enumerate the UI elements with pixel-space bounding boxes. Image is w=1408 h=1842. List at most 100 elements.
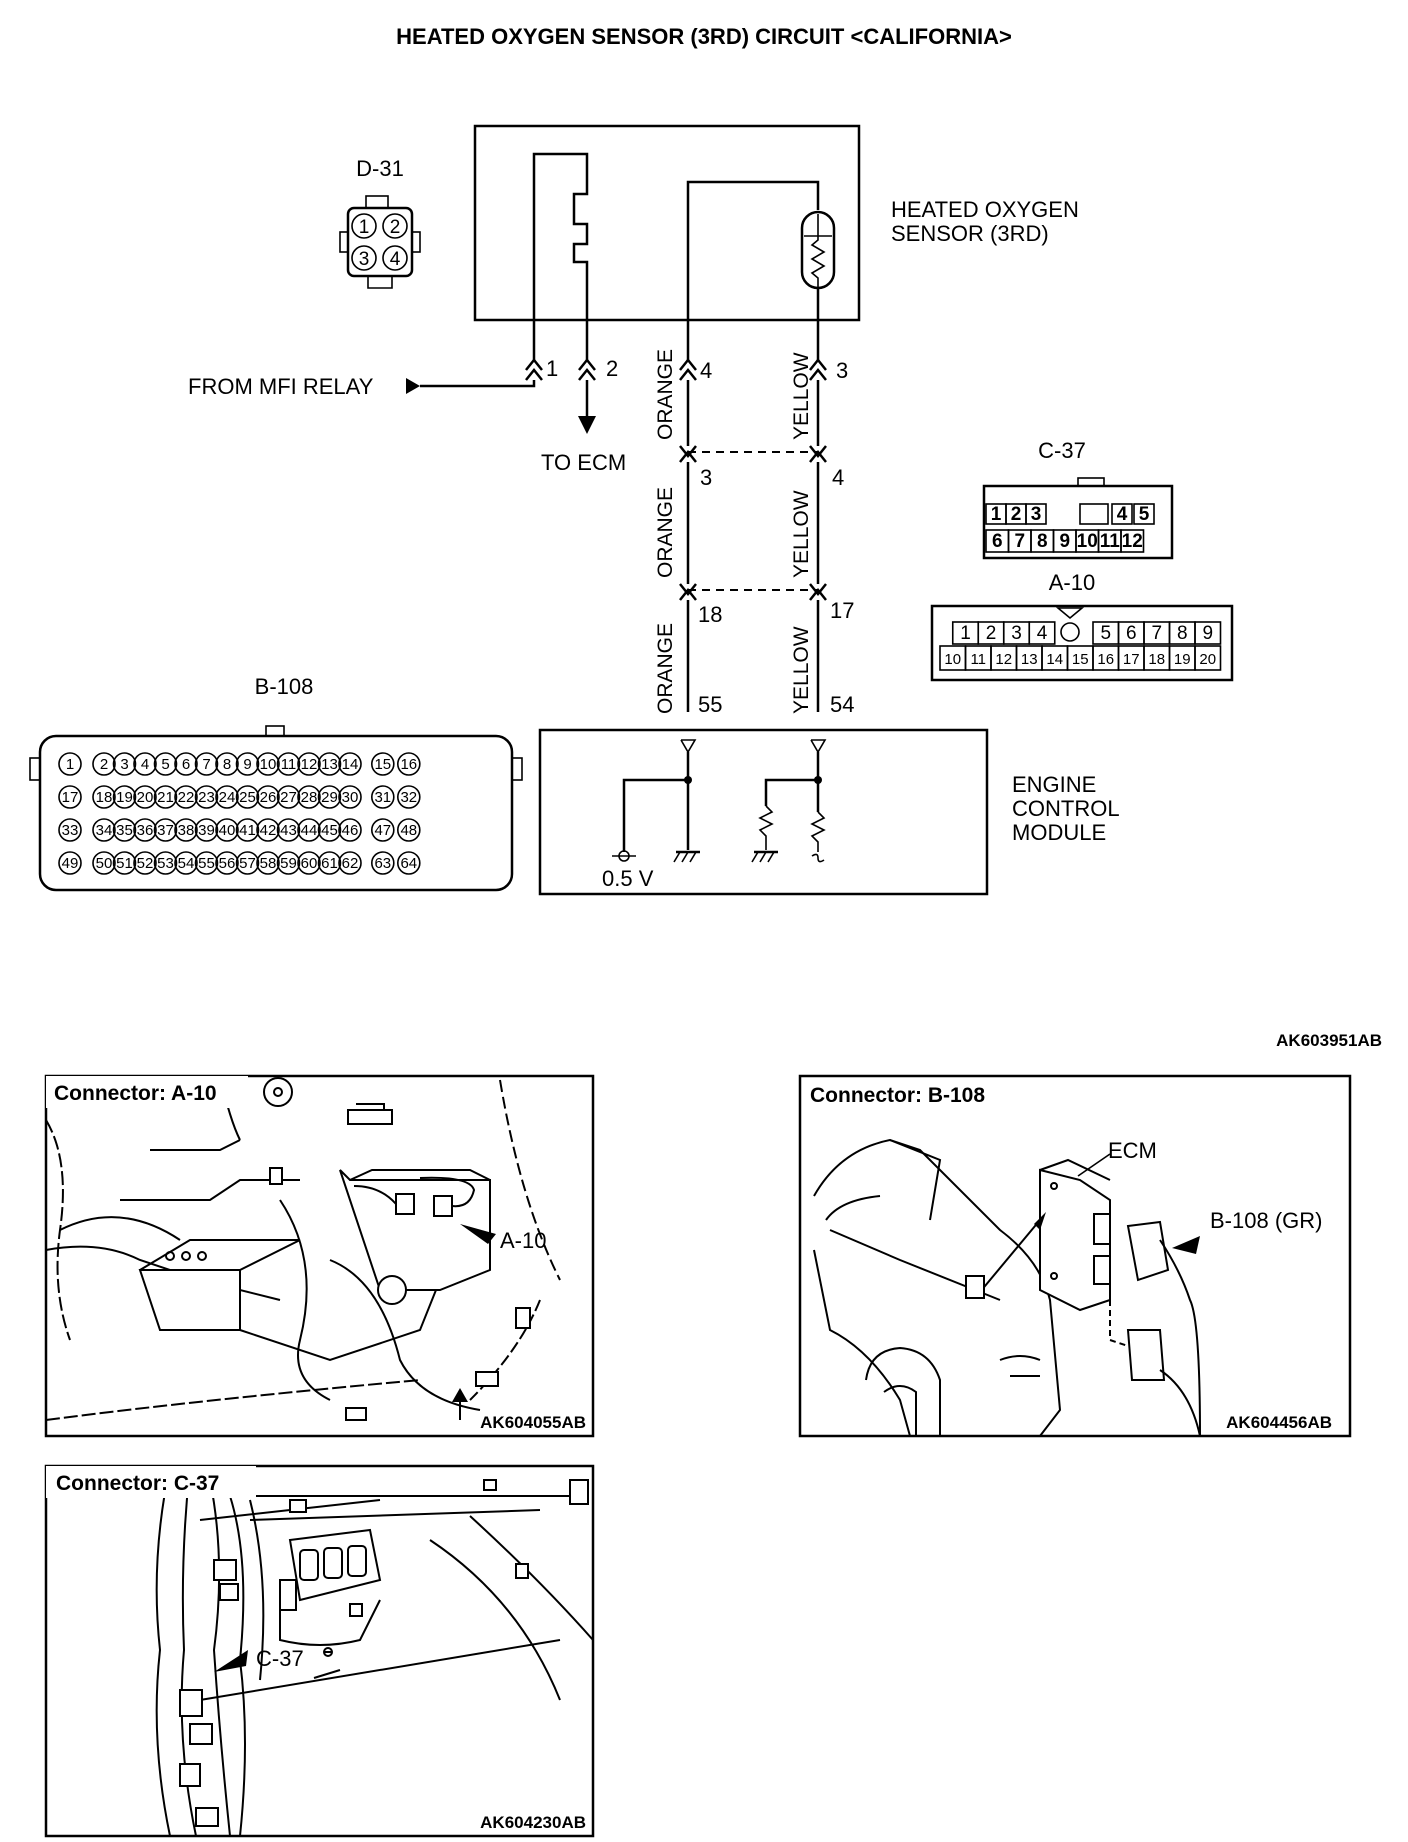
b108-pin-number: 46 xyxy=(342,822,359,839)
b108-pin-number: 47 xyxy=(374,822,391,839)
b108-pin xyxy=(235,785,260,809)
panel-b108-ecm: ECM xyxy=(1108,1138,1157,1163)
b108-pin-number: 9 xyxy=(243,756,251,773)
b108-pin-number: 2 xyxy=(100,756,108,773)
c37-pin-label: 3 xyxy=(1031,504,1042,525)
b108-pin-number: 45 xyxy=(321,822,338,839)
ecm-label-line1: ENGINE xyxy=(1012,772,1096,797)
b108-pin-number: 11 xyxy=(281,756,297,773)
yellow-sensor-pin: 3 xyxy=(836,358,848,383)
b108-pin-number: 22 xyxy=(178,789,195,806)
c37-pin-label: 10 xyxy=(1077,531,1098,552)
b108-pin xyxy=(256,851,280,875)
b108-pin-number: 7 xyxy=(202,756,210,773)
panel-a10-callout: A-10 xyxy=(500,1228,546,1253)
a10-pin-cell xyxy=(1028,621,1056,645)
b108-pin xyxy=(133,752,157,776)
panel-c37 xyxy=(44,1464,595,1838)
yellow-wire-label-1: YELLOW xyxy=(790,352,813,440)
b108-pin xyxy=(370,752,395,776)
orange-wire-label-2: ORANGE xyxy=(654,487,677,578)
b108-pin-number: 53 xyxy=(157,855,174,872)
b108-pin xyxy=(297,785,321,809)
b108-pin-number: 24 xyxy=(219,789,236,806)
b108-pin-number: 6 xyxy=(182,756,190,773)
b108-pin-number: 3 xyxy=(120,756,128,773)
d31-pin-4: 4 xyxy=(390,249,401,270)
c37-pin-cell xyxy=(1133,503,1155,525)
b108-pin xyxy=(396,851,421,875)
b108-pin xyxy=(235,818,260,842)
mfi-relay-wire xyxy=(406,378,536,394)
panel-b108-title: Connector: B-108 xyxy=(810,1084,985,1107)
b108-pin xyxy=(112,785,137,809)
b108-pin xyxy=(112,851,137,875)
sensor-connector-terminals xyxy=(525,357,827,381)
to-ecm-label: TO ECM xyxy=(541,450,626,475)
b108-pin xyxy=(317,818,342,842)
a10-pin-label: 12 xyxy=(995,651,1012,668)
b108-pin-number: 62 xyxy=(342,855,359,872)
orange-c37-pin: 3 xyxy=(700,465,712,490)
b108-pin xyxy=(276,818,301,842)
b108-pin-number: 28 xyxy=(301,789,318,806)
b108-pin xyxy=(276,752,301,776)
a10-pin-label: 1 xyxy=(960,623,971,644)
b108-pin-number: 13 xyxy=(321,756,338,773)
b108-pin xyxy=(174,851,198,875)
b108-pin-number: 10 xyxy=(260,756,277,773)
c37-pin-label: 11 xyxy=(1100,531,1121,552)
relay-pin-1: 1 xyxy=(546,356,558,381)
b108-pin xyxy=(317,752,342,776)
b108-pin-number: 30 xyxy=(342,789,359,806)
b108-pin xyxy=(133,818,157,842)
b108-pin-number: 31 xyxy=(374,789,391,806)
b108-pin xyxy=(92,752,116,776)
b108-pin xyxy=(133,785,157,809)
ecm-pin-2: 2 xyxy=(606,356,618,381)
b108-pin-number: 4 xyxy=(141,756,149,773)
c37-pin-label: 5 xyxy=(1139,504,1150,525)
a10-connector-name: A-10 xyxy=(1049,570,1095,595)
b108-pin xyxy=(256,752,280,776)
b108-pin-number: 35 xyxy=(116,822,133,839)
a10-pin-label: 4 xyxy=(1037,623,1048,644)
b108-pin xyxy=(58,818,82,842)
c37-pin-label: 9 xyxy=(1059,531,1070,552)
b108-pin-number: 25 xyxy=(239,789,256,806)
a10-pin-label: 16 xyxy=(1097,651,1114,668)
b108-pin-number: 40 xyxy=(219,822,236,839)
c37-pin-cell xyxy=(1120,529,1145,553)
b108-pin-number: 64 xyxy=(400,855,417,872)
b108-pin xyxy=(153,752,178,776)
signal-wires xyxy=(679,380,827,712)
b108-pin xyxy=(338,851,362,875)
d31-pin-3: 3 xyxy=(359,249,370,270)
b108-pin xyxy=(112,752,137,776)
relay-label: FROM MFI RELAY xyxy=(188,374,374,399)
a10-pin-cell xyxy=(1194,621,1222,645)
b108-pin-number: 14 xyxy=(342,756,359,773)
b108-connector-name: B-108 xyxy=(255,674,314,699)
b108-pin xyxy=(396,818,421,842)
panel-b108 xyxy=(798,1074,1352,1438)
a10-pin-label: 11 xyxy=(970,651,986,668)
b108-pin-number: 8 xyxy=(223,756,231,773)
b108-pin xyxy=(153,785,178,809)
c37-pin-label: 7 xyxy=(1014,531,1025,552)
b108-pin xyxy=(370,818,395,842)
b108-pin xyxy=(256,818,280,842)
b108-pin-number: 42 xyxy=(260,822,277,839)
panel-c37-callout: C-37 xyxy=(256,1646,304,1671)
to-ecm-wire xyxy=(578,380,596,434)
d31-connector-name: D-31 xyxy=(356,156,404,181)
b108-pin xyxy=(174,818,198,842)
b108-connector-face xyxy=(29,725,523,892)
a10-pin-label: 10 xyxy=(944,651,961,668)
a10-pin-label: 5 xyxy=(1100,623,1111,644)
panel-a10 xyxy=(44,1074,595,1438)
